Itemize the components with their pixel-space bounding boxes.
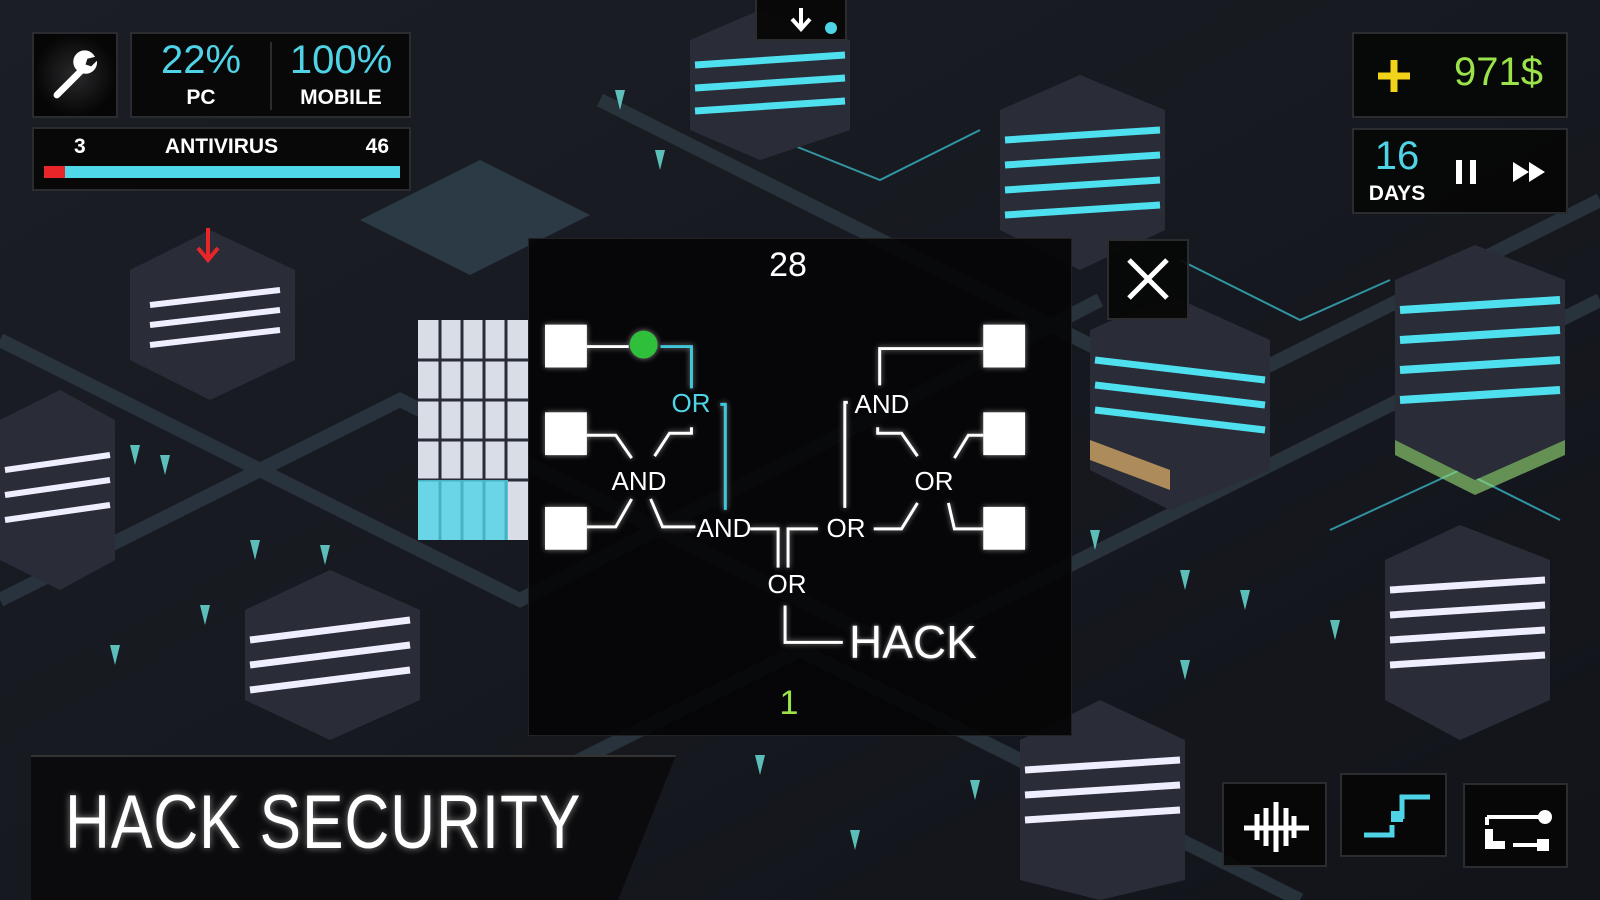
connection-icon — [1485, 810, 1552, 851]
divider — [270, 42, 272, 110]
download-arrow-icon — [790, 8, 837, 34]
antivirus-progress-bar — [44, 166, 400, 178]
mobile-percentage: 100% — [289, 38, 393, 82]
input-node — [983, 324, 1026, 368]
gate-or-right[interactable]: OR — [914, 466, 954, 496]
tool-button-connect[interactable] — [1463, 783, 1568, 868]
settings-button[interactable] — [32, 32, 118, 118]
input-node — [545, 412, 587, 456]
antivirus-panel: 3 ANTIVIRUS 46 — [32, 127, 411, 191]
gate-or-center[interactable]: OR — [826, 513, 866, 543]
gate-or-bottom[interactable]: OR — [767, 569, 807, 599]
antivirus-right-value: 46 — [365, 135, 389, 158]
plus-icon — [1378, 60, 1410, 92]
time-panel: 16 DAYS — [1352, 128, 1568, 214]
input-node — [545, 324, 587, 368]
days-value: 16 — [1374, 134, 1420, 178]
fast-forward-button[interactable] — [1509, 152, 1553, 192]
signal-wave-icon — [1244, 802, 1309, 852]
gate-and-right[interactable]: AND — [854, 389, 910, 419]
pc-label: PC — [186, 86, 216, 109]
gate-and-left[interactable]: AND — [611, 466, 667, 496]
building — [1000, 75, 1165, 270]
mission-banner: HACK SECURITY — [31, 755, 676, 900]
building — [1385, 525, 1550, 740]
input-node — [545, 506, 587, 550]
input-node — [983, 412, 1026, 456]
step-path-icon — [1364, 794, 1430, 838]
signal-pulse — [629, 330, 658, 359]
building — [1090, 295, 1270, 510]
building — [130, 228, 295, 400]
mission-title: HACK SECURITY — [65, 780, 582, 865]
building — [245, 570, 420, 740]
input-node — [983, 506, 1026, 550]
building — [690, 10, 850, 160]
gate-and-center[interactable]: AND — [696, 513, 752, 543]
money-amount: 971$ — [1454, 50, 1543, 94]
puzzle-timer: 28 — [769, 246, 807, 284]
hack-target-label: HACK — [849, 616, 977, 668]
antivirus-progress-fill — [44, 166, 66, 178]
notification-button[interactable] — [755, 0, 847, 41]
building — [418, 320, 528, 540]
gate-or-top-left[interactable]: OR — [671, 388, 711, 418]
puzzle-score: 1 — [779, 684, 799, 722]
building — [1020, 700, 1185, 900]
wrench-icon — [53, 50, 98, 99]
pause-icon — [1456, 160, 1476, 184]
tool-button-signal[interactable] — [1222, 782, 1327, 867]
days-label: DAYS — [1368, 182, 1426, 205]
fast-forward-icon — [1513, 162, 1545, 182]
building — [0, 390, 115, 590]
pause-button[interactable] — [1446, 152, 1486, 192]
money-panel: 971$ — [1352, 32, 1568, 118]
add-money-button[interactable] — [1374, 56, 1414, 96]
building — [1395, 245, 1565, 495]
antivirus-left-value: 3 — [74, 135, 86, 158]
infection-stats-panel: 22% PC 100% MOBILE — [130, 32, 411, 118]
close-puzzle-button[interactable] — [1107, 239, 1189, 320]
hack-puzzle-panel: 28 OR AND AND OR OR AND OR HACK 1 — [528, 238, 1072, 736]
close-icon — [1127, 258, 1169, 300]
mobile-label: MOBILE — [300, 86, 382, 109]
pc-percentage: 22% — [160, 38, 242, 82]
logic-circuit — [545, 324, 1026, 644]
antivirus-label: ANTIVIRUS — [164, 135, 279, 158]
tool-button-step[interactable] — [1340, 773, 1447, 857]
